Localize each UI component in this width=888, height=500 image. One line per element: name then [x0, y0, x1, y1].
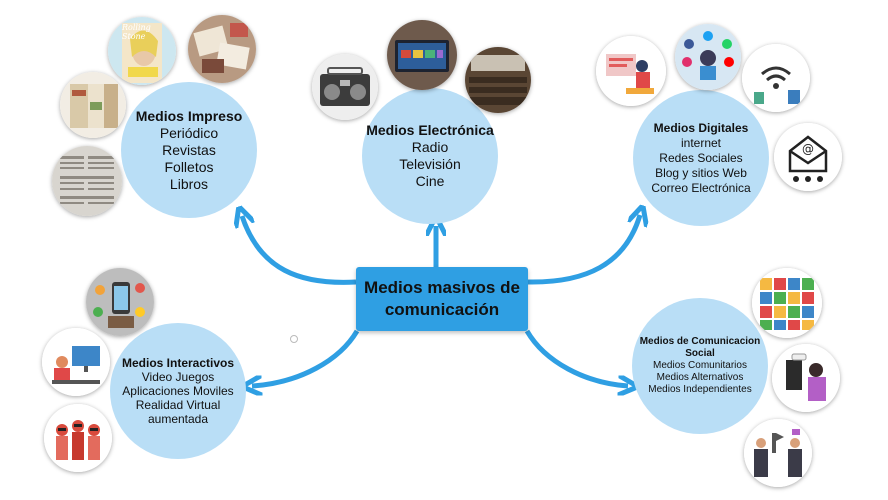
social-networks-thumbnail [675, 24, 741, 90]
impreso-item: Periódico [159, 124, 219, 141]
interactivos-item: Realidad Virtual [135, 398, 221, 412]
brochures-thumbnail [60, 72, 126, 138]
svg-text:@: @ [802, 142, 814, 156]
central-topic-line1: Medios masivos de [364, 278, 520, 297]
electronica-item: Televisión [399, 156, 461, 172]
arrow-to-interactivos [252, 329, 360, 386]
social-item: Medios Comunitarios [653, 360, 747, 371]
electronica-title: Medios Electrónica [366, 122, 494, 138]
tv-thumbnail [387, 20, 457, 90]
alternative-media-thumbnail [772, 344, 840, 412]
magazine-title-text: Rolling Stone [122, 23, 151, 41]
books-photo-thumbnail [188, 15, 256, 83]
impreso-item: Revistas [162, 141, 216, 158]
impreso-item: Folletos [164, 158, 214, 175]
interactivos-item: Aplicaciones Moviles [122, 384, 234, 398]
interactivos-item: aumentada [147, 412, 209, 426]
social-item: Medios Alternativos [656, 372, 744, 383]
central-topic-box: Medios masivos de comunicación [356, 267, 528, 331]
digitales-item: Correo Electrónica [651, 180, 751, 195]
community-media-thumbnail [752, 268, 822, 338]
arrow-to-digitales [527, 215, 640, 285]
digitales-item: Blog y sitios Web [655, 165, 747, 180]
small-dot [290, 335, 298, 343]
digitales-title: Medios Digitales [653, 120, 749, 135]
interactivos-item: Video Juegos [141, 370, 215, 384]
bubble-medios-digitales: Medios Digitales internet Redes Sociales… [633, 90, 769, 226]
bubble-medios-electronica: Medios Electrónica Radio Televisión Cine [362, 88, 498, 224]
impreso-item: Libros [169, 175, 209, 192]
video-games-thumbnail [42, 328, 110, 396]
impreso-title: Medios Impreso [135, 107, 243, 124]
social-item: Medios Independientes [648, 384, 752, 395]
mobile-apps-thumbnail [86, 268, 154, 336]
electronica-item: Radio [411, 139, 449, 155]
interactivos-title: Medios Interactivos [121, 356, 235, 370]
internet-browsing-thumbnail [596, 36, 666, 106]
arrow-to-social [524, 329, 628, 386]
arrow-to-impreso [242, 216, 357, 285]
digitales-item: Redes Sociales [659, 150, 743, 165]
central-topic-line2: comunicación [384, 300, 500, 319]
virtual-reality-thumbnail [44, 404, 112, 472]
bubble-medios-comunicacion-social: Medios de Comunicacion Social Medios Com… [632, 298, 768, 434]
electronica-item: Cine [415, 173, 445, 189]
newspapers-thumbnail [52, 146, 122, 216]
social-title-line1: Medios de Comunicacion [639, 336, 761, 347]
digitales-item: internet [680, 135, 722, 150]
magazine-cover-thumbnail: Rolling Stone [108, 17, 176, 85]
email-thumbnail: @ [774, 123, 842, 191]
cinema-thumbnail [465, 47, 531, 113]
bubble-medios-interactivos: Medios Interactivos Video Juegos Aplicac… [110, 323, 246, 459]
wifi-web-thumbnail [742, 44, 810, 112]
independent-media-thumbnail [744, 419, 812, 487]
radio-boombox-thumbnail [312, 54, 378, 120]
social-title-line2: Social [685, 348, 715, 359]
bubble-medios-impreso: Medios Impreso Periódico Revistas Follet… [121, 82, 257, 218]
